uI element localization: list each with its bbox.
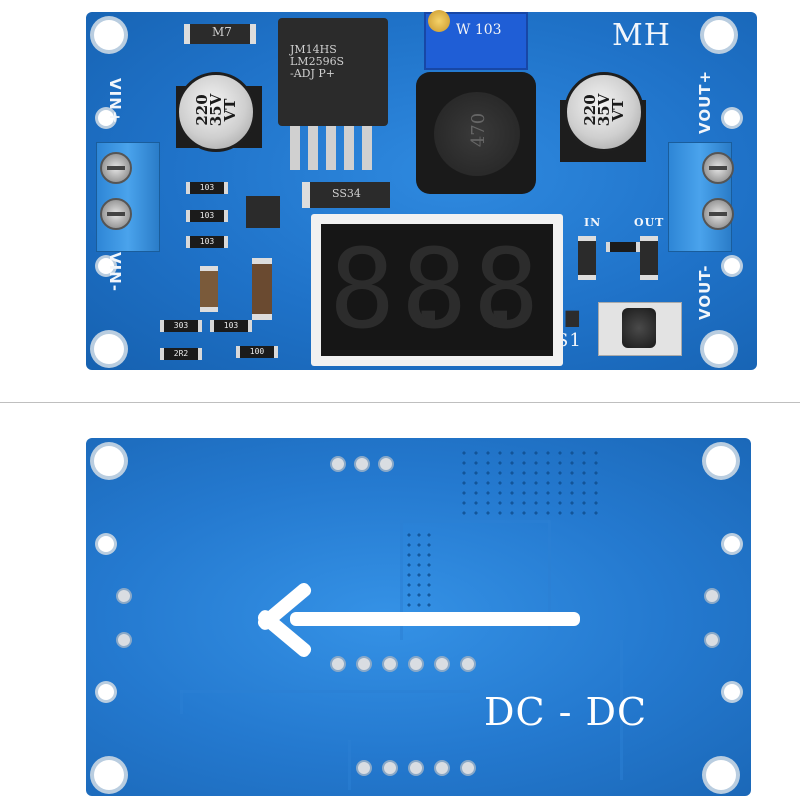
terminal-screw [702,152,734,184]
potentiometer-label: W 103 [456,22,502,38]
pcb-trace [548,520,551,630]
solder-pad [704,588,720,604]
via-hole [724,684,740,700]
led-out [640,236,658,280]
display-face: 8. 8. 8. [321,224,605,356]
solder-pad [330,456,346,472]
regulator-ic [278,18,388,126]
schottky-diode [302,182,390,208]
solder-pad [408,656,424,672]
transistor [246,196,280,228]
via-hole [98,110,114,126]
smd-resistor: 103 [186,182,228,194]
image-divider [0,402,800,403]
smd-resistor: 303 [160,320,202,332]
terminal-screw [100,198,132,230]
pcb-trace [348,740,351,790]
solder-pad [460,760,476,776]
smd-resistor: 103 [210,320,252,332]
seven-segment-display: 8. 8. 8. [311,214,605,366]
dc-dc-label: DC - DC [484,690,648,734]
display-digit: 8. [401,225,534,353]
solder-pad [330,656,346,672]
label-vin-minus: VIN- [106,252,124,292]
terminal-screw [702,198,734,230]
via-hole [724,110,740,126]
mounting-hole [706,446,736,476]
mounting-hole [94,334,124,364]
smd-resistor: 103 [186,210,228,222]
via-hole [724,536,740,552]
solder-pad [116,632,132,648]
smd-resistor: 2R2 [160,348,202,360]
label-out: OUT [634,216,665,229]
mounting-hole [704,20,734,50]
push-button[interactable] [622,308,656,348]
diode-m7 [184,24,256,44]
solder-pad [434,656,450,672]
potentiometer-screw[interactable] [428,10,450,32]
display-digit: 8. [329,225,462,353]
diode-m7-label: M7 [212,25,232,39]
solder-pad [378,456,394,472]
label-vin-plus: VIN+ [106,78,124,125]
pcb-trace [180,690,183,714]
mounting-hole [94,760,124,790]
led-in [578,236,596,280]
via-grid [404,530,434,620]
label-vout-plus: VOUT+ [696,69,714,134]
smd-capacitor [252,258,272,320]
mounting-hole [94,446,124,476]
terminal-screw [100,152,132,184]
inductor-label: 470 [468,112,490,148]
solder-pad [382,760,398,776]
pcb-trace [400,520,403,640]
label-vout-minus: VOUT- [696,264,714,320]
schottky-diode-label: SS34 [332,187,361,200]
label-in: IN [584,216,602,229]
via-hole [98,684,114,700]
brand-label: MH [612,18,671,53]
via-hole [98,258,114,274]
solder-pad [460,656,476,672]
solder-pad [354,456,370,472]
via-hole [724,258,740,274]
via-hole [98,536,114,552]
solder-pad [434,760,450,776]
solder-pad [116,588,132,604]
solder-pad [408,760,424,776]
mounting-hole [94,20,124,50]
inductor-core [434,92,520,176]
smd-resistor: 103 [186,236,228,248]
via-grid [458,448,598,518]
smd-resistor [606,242,640,252]
solder-pad [382,656,398,672]
pcb-trace [400,520,550,523]
solder-pad [356,656,372,672]
arrow-shaft [290,612,580,626]
mounting-hole [706,760,736,790]
pcb-trace [620,640,623,780]
pcb-trace [180,690,470,693]
solder-pad [704,632,720,648]
smd-resistor: 100 [236,346,278,358]
mounting-hole [704,334,734,364]
smd-capacitor [200,266,218,312]
solder-pad [356,760,372,776]
regulator-pins [290,126,376,170]
